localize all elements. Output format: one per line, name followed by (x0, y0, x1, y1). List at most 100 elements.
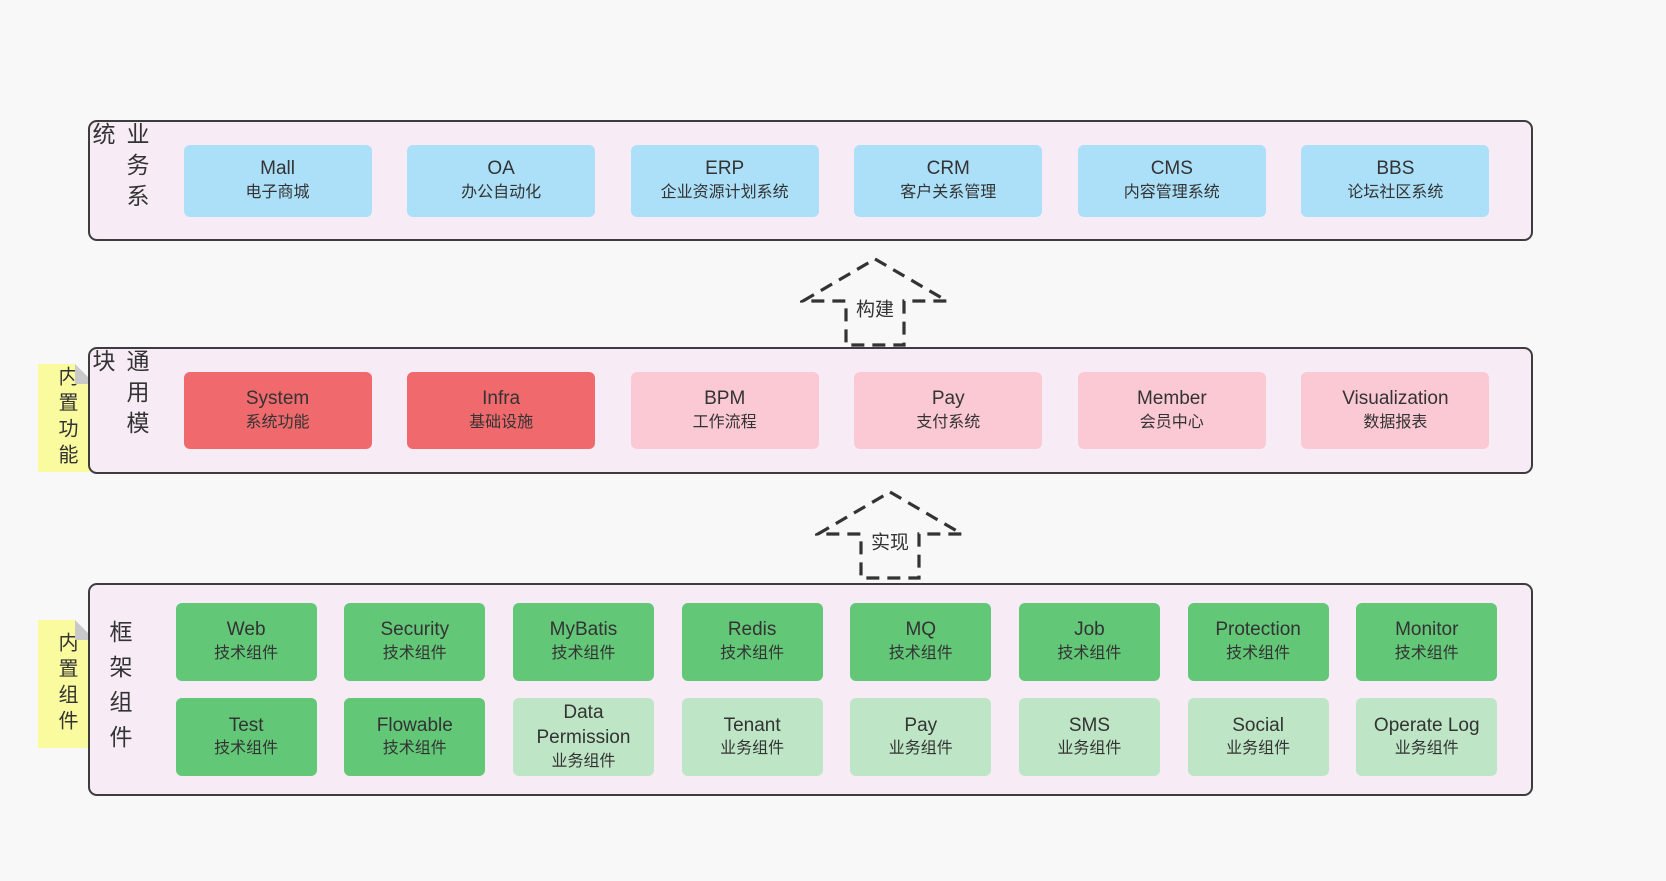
panel-business-systems: 业务系统 Mall 电子商城 OA 办公自动化 ERP 企业资源计划系统 CRM… (88, 120, 1533, 241)
box-mybatis: MyBatis 技术组件 (512, 602, 654, 681)
sticky-label: 内置功能 (55, 366, 77, 470)
box-subtitle: 技术组件 (551, 644, 616, 662)
panel-side-label: 框架组件 (106, 619, 132, 760)
box-subtitle: 技术组件 (214, 740, 279, 758)
box-title: MyBatis (549, 619, 618, 641)
box-row: Web 技术组件 Security 技术组件 MyBatis 技术组件 Redi… (148, 602, 1525, 681)
box-grid: Web 技术组件 Security 技术组件 MyBatis 技术组件 Redi… (148, 585, 1531, 794)
box-title: ERP (705, 157, 745, 179)
box-cms: CMS 内容管理系统 (1077, 144, 1266, 217)
sticky-label: 内置组件 (55, 632, 77, 736)
box-title: System (245, 387, 310, 409)
box-title: Job (1074, 619, 1105, 641)
box-title: Protection (1215, 619, 1301, 641)
box-subtitle: 系统功能 (245, 413, 310, 431)
box-title: Visualization (1342, 387, 1449, 409)
box-title: Pay (904, 714, 938, 736)
box-member: Member 会员中心 (1077, 372, 1266, 449)
sticky-note-builtin-components: 内置组件 (38, 620, 95, 748)
box-title: Test (228, 714, 264, 736)
box-data-permission: Data Permission 业务组件 (512, 698, 654, 777)
box-subtitle: 技术组件 (382, 740, 447, 758)
box-social: Social 业务组件 (1187, 698, 1329, 777)
box-erp: ERP 企业资源计划系统 (630, 144, 819, 217)
box-web: Web 技术组件 (175, 602, 317, 681)
box-title: Member (1136, 387, 1207, 409)
box-system: System 系统功能 (183, 372, 372, 449)
box-tenant: Tenant 业务组件 (681, 698, 823, 777)
box-mq: MQ 技术组件 (850, 602, 992, 681)
box-subtitle: 技术组件 (382, 644, 447, 662)
box-mall: Mall 电子商城 (183, 144, 372, 217)
box-visualization: Visualization 数据报表 (1301, 372, 1490, 449)
box-bpm: BPM 工作流程 (630, 372, 819, 449)
box-subtitle: 支付系统 (916, 413, 981, 431)
box-job: Job 技术组件 (1018, 602, 1160, 681)
box-subtitle: 业务组件 (1226, 740, 1291, 758)
box-test: Test 技术组件 (175, 698, 317, 777)
box-title: BBS (1376, 157, 1415, 179)
box-pay-component: Pay 业务组件 (850, 698, 992, 777)
box-subtitle: 业务组件 (1057, 740, 1122, 758)
box-subtitle: 数据报表 (1363, 413, 1428, 431)
box-title: Operate Log (1373, 714, 1480, 736)
box-title: BPM (704, 387, 746, 409)
box-row: System 系统功能 Infra 基础设施 BPM 工作流程 Pay 支付系统… (148, 349, 1531, 472)
box-subtitle: 客户关系管理 (900, 183, 997, 201)
box-title: Social (1232, 714, 1284, 736)
box-subtitle: 工作流程 (692, 413, 757, 431)
box-title: Data Permission (536, 702, 631, 749)
box-bbs: BBS 论坛社区系统 (1301, 144, 1490, 217)
box-title: Flowable (376, 714, 453, 736)
box-security: Security 技术组件 (344, 602, 486, 681)
box-row: Mall 电子商城 OA 办公自动化 ERP 企业资源计划系统 CRM 客户关系… (148, 122, 1531, 239)
box-title: CMS (1150, 157, 1193, 179)
box-oa: OA 办公自动化 (407, 144, 596, 217)
panel-side-label: 通用模块 (89, 349, 149, 442)
panel-side-label: 业务系统 (89, 122, 149, 215)
box-operate-log: Operate Log 业务组件 (1356, 698, 1498, 777)
box-monitor: Monitor 技术组件 (1356, 602, 1498, 681)
box-subtitle: 技术组件 (1394, 644, 1459, 662)
box-subtitle: 电子商城 (245, 183, 310, 201)
box-subtitle: 技术组件 (720, 644, 785, 662)
box-title: Web (226, 619, 266, 641)
box-subtitle: 基础设施 (469, 413, 534, 431)
box-title: Monitor (1395, 619, 1459, 641)
box-title: Pay (931, 387, 965, 409)
box-title: SMS (1068, 714, 1111, 736)
box-title: OA (487, 157, 515, 179)
box-subtitle: 业务组件 (1394, 740, 1459, 758)
box-title: Redis (727, 619, 777, 641)
arrow-label: 实现 (867, 527, 913, 555)
box-protection: Protection 技术组件 (1187, 602, 1329, 681)
box-title: Mall (260, 157, 295, 179)
box-pay-system: Pay 支付系统 (854, 372, 1043, 449)
box-title: Security (380, 619, 450, 641)
box-title: Tenant (723, 714, 781, 736)
box-subtitle: 业务组件 (551, 752, 616, 770)
build-arrow: 构建 (800, 256, 950, 348)
box-subtitle: 技术组件 (1226, 644, 1291, 662)
implement-arrow: 实现 (815, 489, 965, 581)
arrow-label: 构建 (852, 294, 898, 322)
box-subtitle: 业务组件 (888, 740, 953, 758)
box-redis: Redis 技术组件 (681, 602, 823, 681)
panel-framework-components: 框架组件 Web 技术组件 Security 技术组件 MyBatis 技术组件… (88, 583, 1533, 796)
box-subtitle: 会员中心 (1139, 413, 1204, 431)
box-subtitle: 业务组件 (720, 740, 785, 758)
box-title: CRM (926, 157, 970, 179)
box-subtitle: 论坛社区系统 (1347, 183, 1444, 201)
panel-common-modules: 通用模块 System 系统功能 Infra 基础设施 BPM 工作流程 Pay… (88, 347, 1533, 474)
box-subtitle: 内容管理系统 (1123, 183, 1220, 201)
box-crm: CRM 客户关系管理 (854, 144, 1043, 217)
box-subtitle: 技术组件 (214, 644, 279, 662)
box-flowable: Flowable 技术组件 (344, 698, 486, 777)
box-title: MQ (905, 619, 937, 641)
box-subtitle: 技术组件 (888, 644, 953, 662)
box-subtitle: 技术组件 (1057, 644, 1122, 662)
box-subtitle: 企业资源计划系统 (660, 183, 789, 201)
box-infra: Infra 基础设施 (407, 372, 596, 449)
box-title: Infra (482, 387, 521, 409)
